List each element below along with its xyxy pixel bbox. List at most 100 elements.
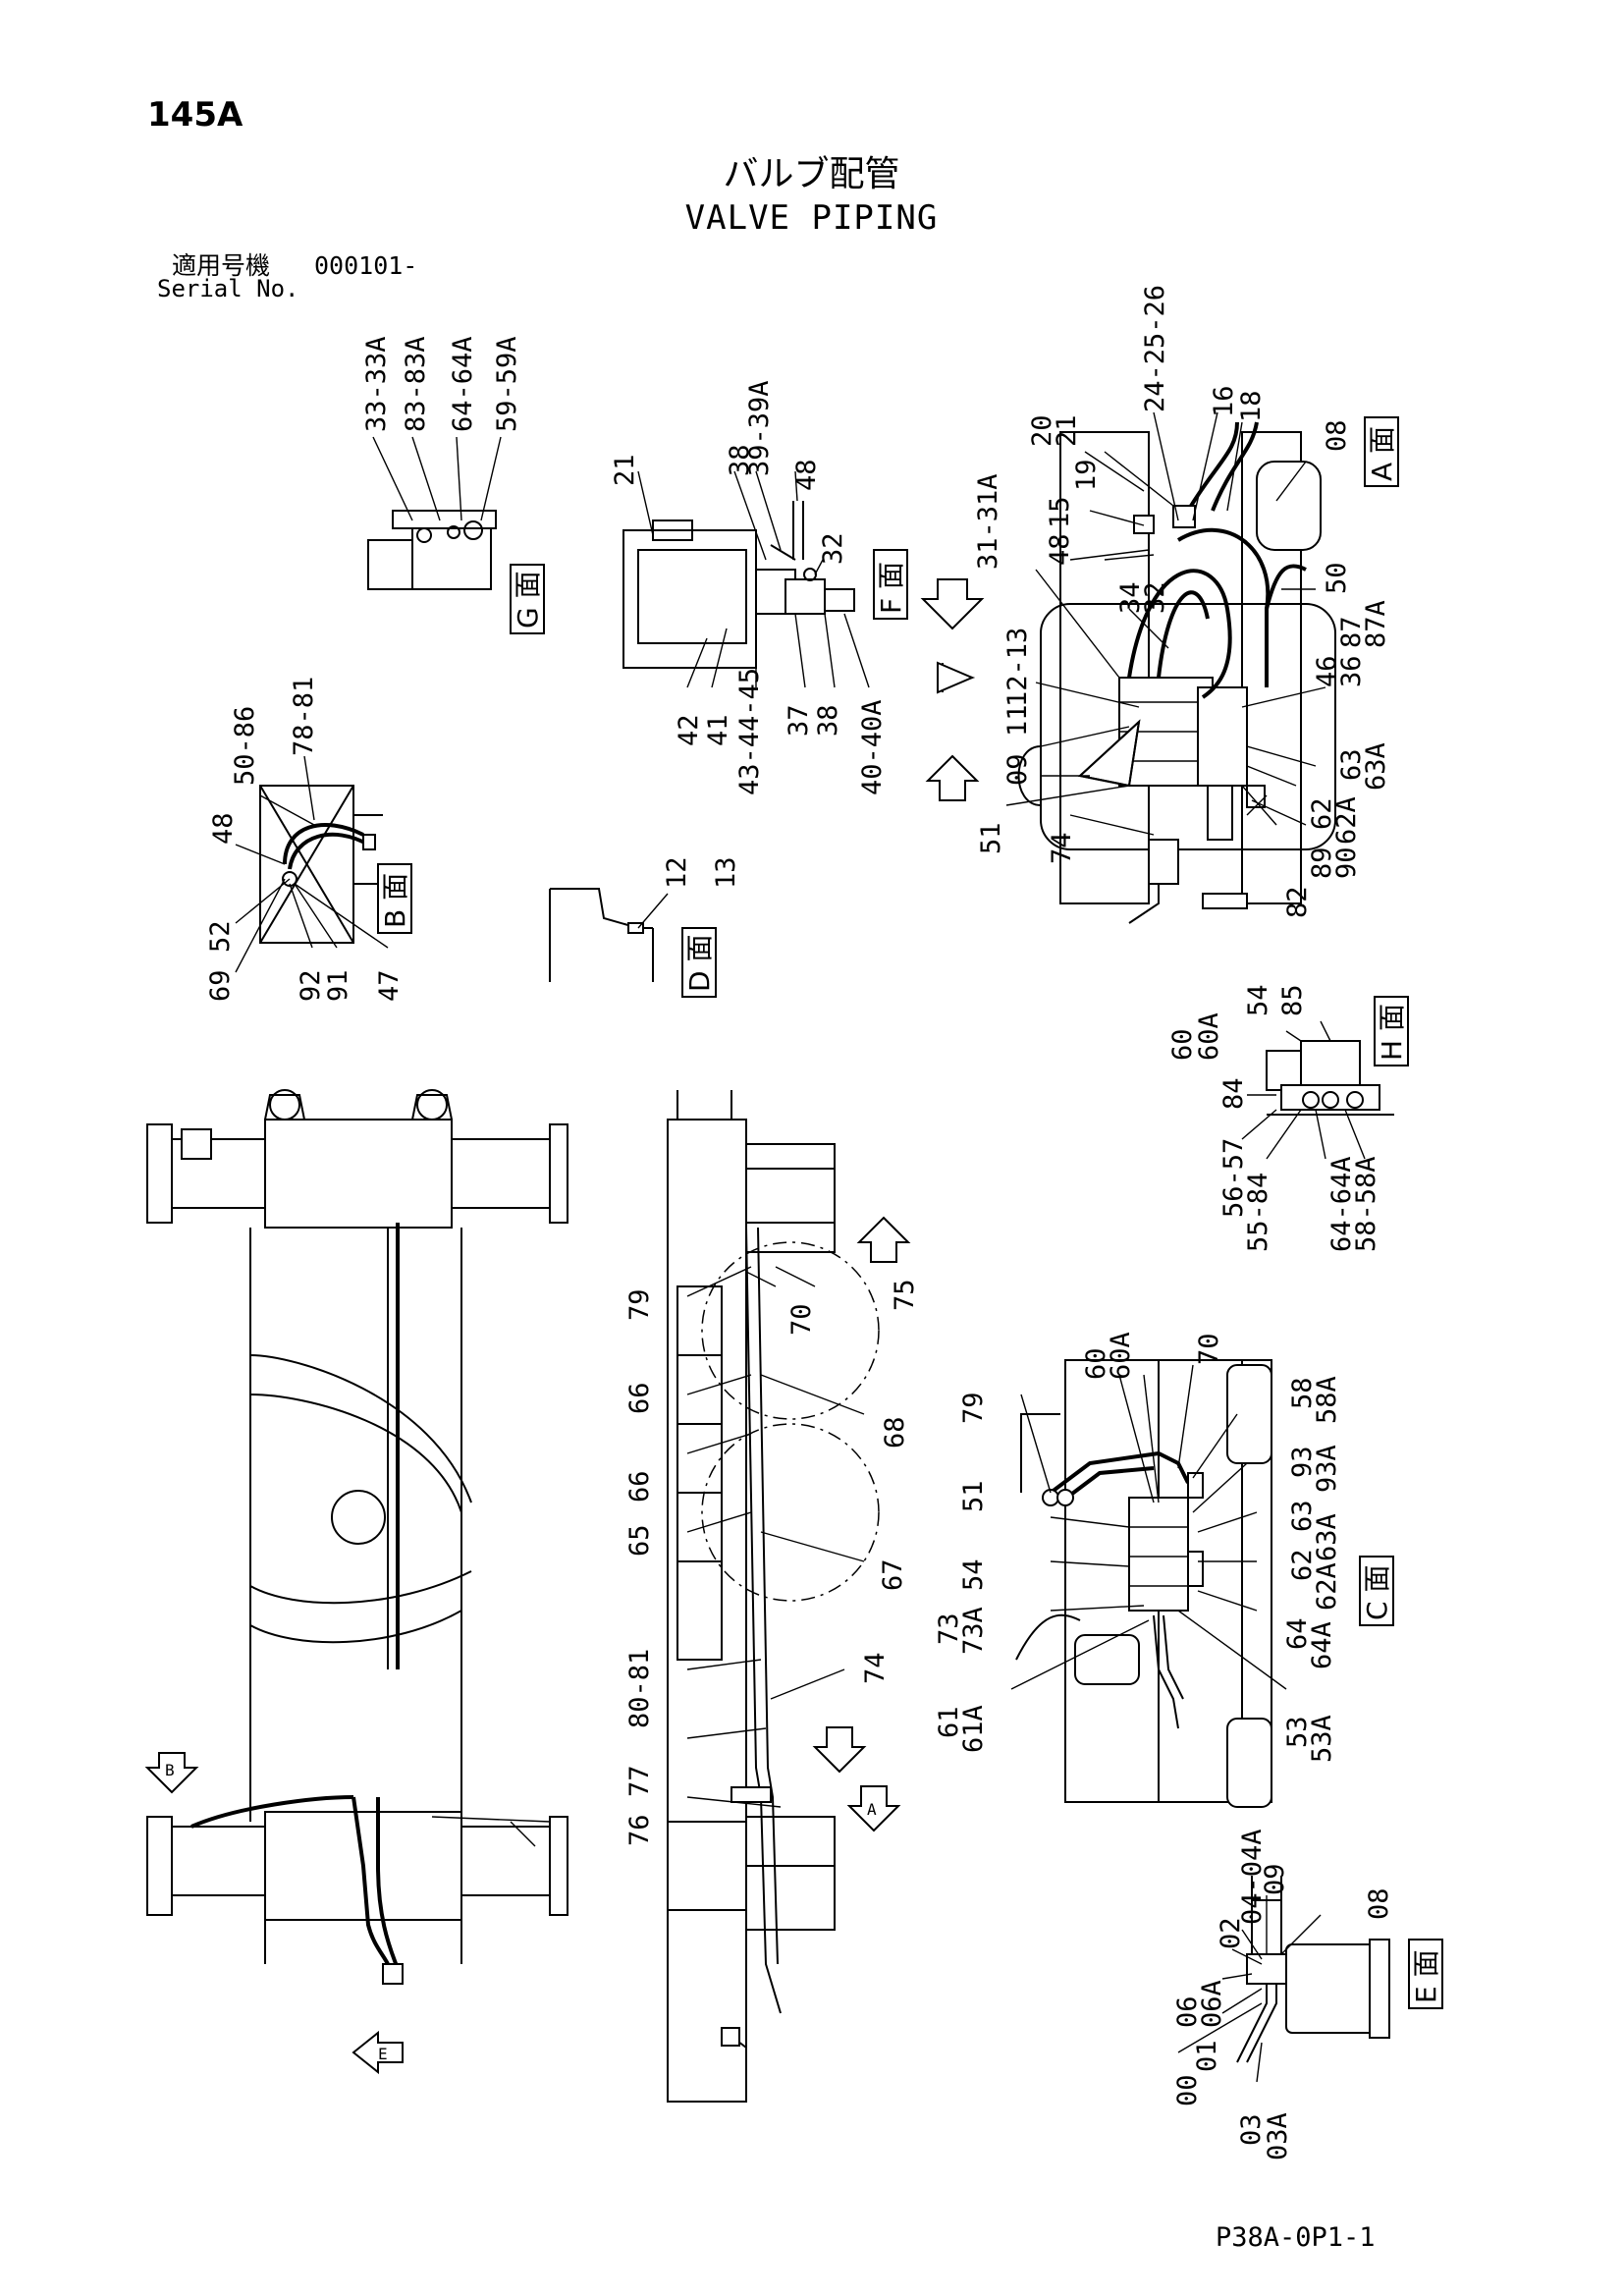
title-english: VALVE PIPING (684, 198, 939, 238)
label: 11 (1002, 704, 1033, 737)
label: 93 (1287, 1446, 1318, 1478)
label: 89 (1307, 847, 1337, 879)
label: 58 (1287, 1377, 1318, 1409)
label: 03A (1263, 2112, 1293, 2160)
label: 75 (890, 1279, 920, 1311)
label: 64 (1282, 1617, 1313, 1650)
label: 09 (1002, 753, 1033, 786)
c-view-labels: 79 60 60A 70 58 58A 93 93A 51 63 63A 62 … (934, 1332, 1342, 1763)
arrow-b-down-icon: B (144, 1752, 199, 1794)
label: 67 (878, 1558, 908, 1591)
label: 79 (958, 1392, 989, 1424)
arrow-a-down-icon (920, 578, 985, 630)
label: 48 (791, 459, 822, 491)
g-view-labels: 33-33A 83-83A 64-64A 59-59A (361, 336, 522, 432)
label: 46 (1312, 655, 1342, 687)
arrow-a-down-icon-2: A (846, 1785, 901, 1832)
label: 78-81 (289, 677, 319, 756)
label: 43-44-45 (734, 668, 765, 795)
arrow-c-up-icon (856, 1216, 911, 1263)
e-view-diagram: 06 06A 02 04-04A 09 08 01 00 03 03A E 面 (1172, 1829, 1443, 2160)
a-view-diagram: 20 21 24-25-26 16 18 08 19 31-31A 48 15 … (920, 285, 1399, 924)
label: 13 (711, 856, 741, 889)
label: 12 (662, 856, 692, 889)
label: 24-25-26 (1140, 285, 1170, 412)
label: 69 (205, 969, 236, 1002)
label: 92 (296, 969, 326, 1002)
label: 08 (1364, 1887, 1394, 1920)
h-view-diagram: 54 85 60 60A 84 56-57 55-84 64-64A 58-58… (1167, 984, 1409, 1252)
label: 08 (1322, 419, 1352, 452)
label: 74 (860, 1652, 891, 1684)
label: 79 (624, 1288, 655, 1321)
label: 12-13 (1002, 628, 1033, 707)
g-view-diagram: 33-33A 83-83A 64-64A 59-59A G 面 (361, 336, 545, 634)
label: 85 (1277, 984, 1308, 1016)
label: 18 (1236, 390, 1267, 422)
label: 02 (1216, 1917, 1246, 1949)
label: 91 (323, 969, 353, 1002)
label: 62 (1287, 1549, 1318, 1581)
label: 63A (1361, 742, 1391, 791)
label: 60 (1081, 1347, 1111, 1380)
label: 77 (624, 1765, 655, 1797)
b-view-labels: 50-86 78-81 48 52 69 92 91 47 (205, 677, 405, 1002)
title-japanese: バルブ配管 (723, 154, 900, 194)
c-view-diagram: 79 60 60A 70 58 58A 93 93A 51 63 63A 62 … (934, 1332, 1394, 1808)
label: 55-84 (1243, 1173, 1273, 1252)
label: 54 (958, 1558, 989, 1591)
label: 06 (1172, 1995, 1203, 2028)
label: 38 (725, 444, 755, 476)
label: 04-04A (1237, 1829, 1268, 1925)
plan-view-diagram (146, 1089, 568, 1985)
arrow-up-icon (925, 754, 980, 801)
label: 66 (624, 1382, 655, 1414)
svg-text:E: E (378, 2045, 388, 2063)
label: 06A (1197, 1980, 1227, 2028)
label: 87 (1336, 616, 1367, 648)
label: 47 (374, 969, 405, 1002)
d-view-diagram: 12 13 D 面 (549, 856, 741, 998)
label: 52 (205, 920, 236, 953)
label: 51 (958, 1480, 989, 1512)
label: 01 (1192, 2040, 1222, 2072)
label: 68 (880, 1416, 910, 1449)
label: 53 (1282, 1716, 1313, 1748)
f-view-labels: 21 38 39-39A 48 32 42 41 43-44-45 37 38 … (610, 380, 888, 795)
label: 63 (1336, 748, 1367, 781)
label: 50-86 (230, 706, 260, 786)
label: 42 (674, 714, 704, 746)
label: 70 (786, 1303, 817, 1336)
view-tag-a: A 面 (1366, 426, 1398, 481)
label: 64A (1307, 1621, 1337, 1669)
label: 53A (1307, 1715, 1337, 1763)
f-view-diagram: 21 38 39-39A 48 32 42 41 43-44-45 37 38 … (610, 380, 908, 795)
label: 39-39A (744, 380, 775, 476)
label: 20 (1027, 414, 1057, 447)
page-number: 145A (147, 95, 243, 135)
label: 32 (818, 532, 848, 565)
svg-text:A: A (867, 1800, 877, 1819)
label: 62 (1307, 797, 1337, 830)
label: 74 (1047, 832, 1077, 864)
label: 62A (1312, 1562, 1342, 1611)
label: 38 (813, 704, 843, 737)
view-tag-g: G 面 (512, 571, 544, 629)
svg-text:B: B (165, 1761, 175, 1779)
view-tag-e: E 面 (1410, 1949, 1442, 2003)
serial-label-jp: 適用号機 (172, 251, 271, 280)
label: 19 (1071, 459, 1102, 491)
label: 60A (1194, 1012, 1224, 1061)
label: 58-58A (1351, 1156, 1381, 1252)
label: 58A (1312, 1376, 1342, 1424)
serial-value: 000101- (314, 251, 418, 280)
label: 62A (1331, 796, 1362, 845)
label: 51 (976, 822, 1006, 854)
label: 80-81 (624, 1649, 655, 1728)
label: 73 (934, 1613, 964, 1645)
label: 70 (1194, 1333, 1224, 1365)
label: 83-83A (401, 336, 431, 432)
label: 61A (958, 1705, 989, 1753)
label: 63A (1312, 1513, 1342, 1561)
